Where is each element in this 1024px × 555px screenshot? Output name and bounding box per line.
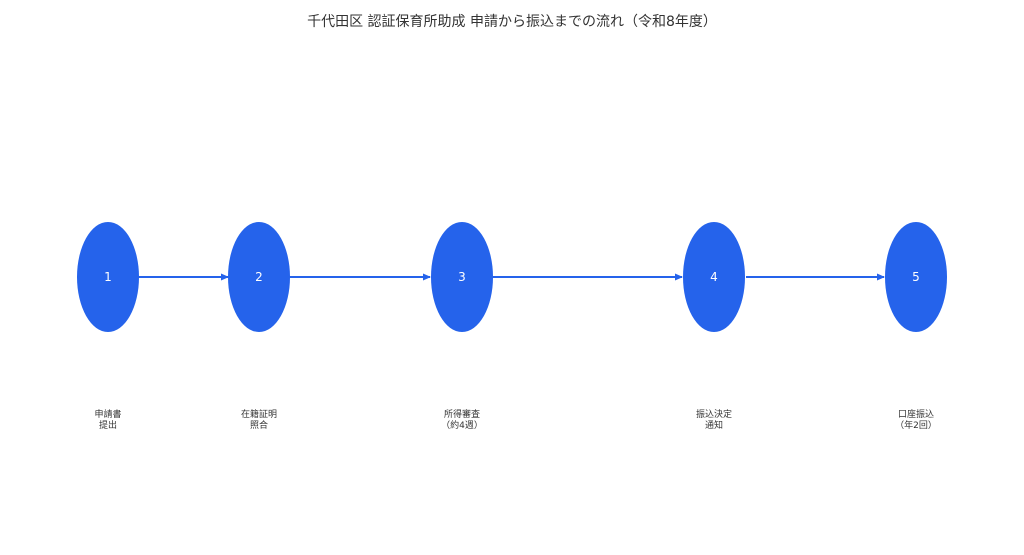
step-label-3: 所得審査 （約4週） <box>402 410 522 432</box>
step-label-2-line1: 在籍証明 <box>240 410 277 420</box>
step-number-1: 1 <box>104 270 112 284</box>
step-number-3: 3 <box>458 270 466 284</box>
step-node-5: 5 <box>885 222 947 332</box>
step-node-4: 4 <box>683 222 745 332</box>
step-node-2: 2 <box>228 222 290 332</box>
step-label-1: 申請書 提出 <box>48 410 168 432</box>
step-label-1-line1: 申請書 <box>94 410 122 420</box>
step-number-4: 4 <box>710 270 718 284</box>
step-label-5: 口座振込 （年2回） <box>856 410 976 432</box>
step-label-3-line2: （約4週） <box>441 421 483 431</box>
step-label-4: 振込決定 通知 <box>654 410 774 432</box>
step-label-2: 在籍証明 照合 <box>199 410 319 432</box>
step-label-1-line2: 提出 <box>98 421 117 431</box>
step-number-2: 2 <box>255 270 263 284</box>
step-node-1: 1 <box>77 222 139 332</box>
step-label-5-line2: （年2回） <box>895 421 937 431</box>
step-label-4-line2: 通知 <box>704 421 723 431</box>
step-label-5-line1: 口座振込 <box>897 410 934 420</box>
step-label-3-line1: 所得審査 <box>443 410 480 420</box>
step-node-3: 3 <box>431 222 493 332</box>
step-number-5: 5 <box>912 270 920 284</box>
step-label-2-line2: 照合 <box>249 421 268 431</box>
diagram-title: 千代田区 認証保育所助成 申請から振込までの流れ（令和8年度） <box>307 14 717 30</box>
step-label-4-line1: 振込決定 <box>695 410 732 420</box>
